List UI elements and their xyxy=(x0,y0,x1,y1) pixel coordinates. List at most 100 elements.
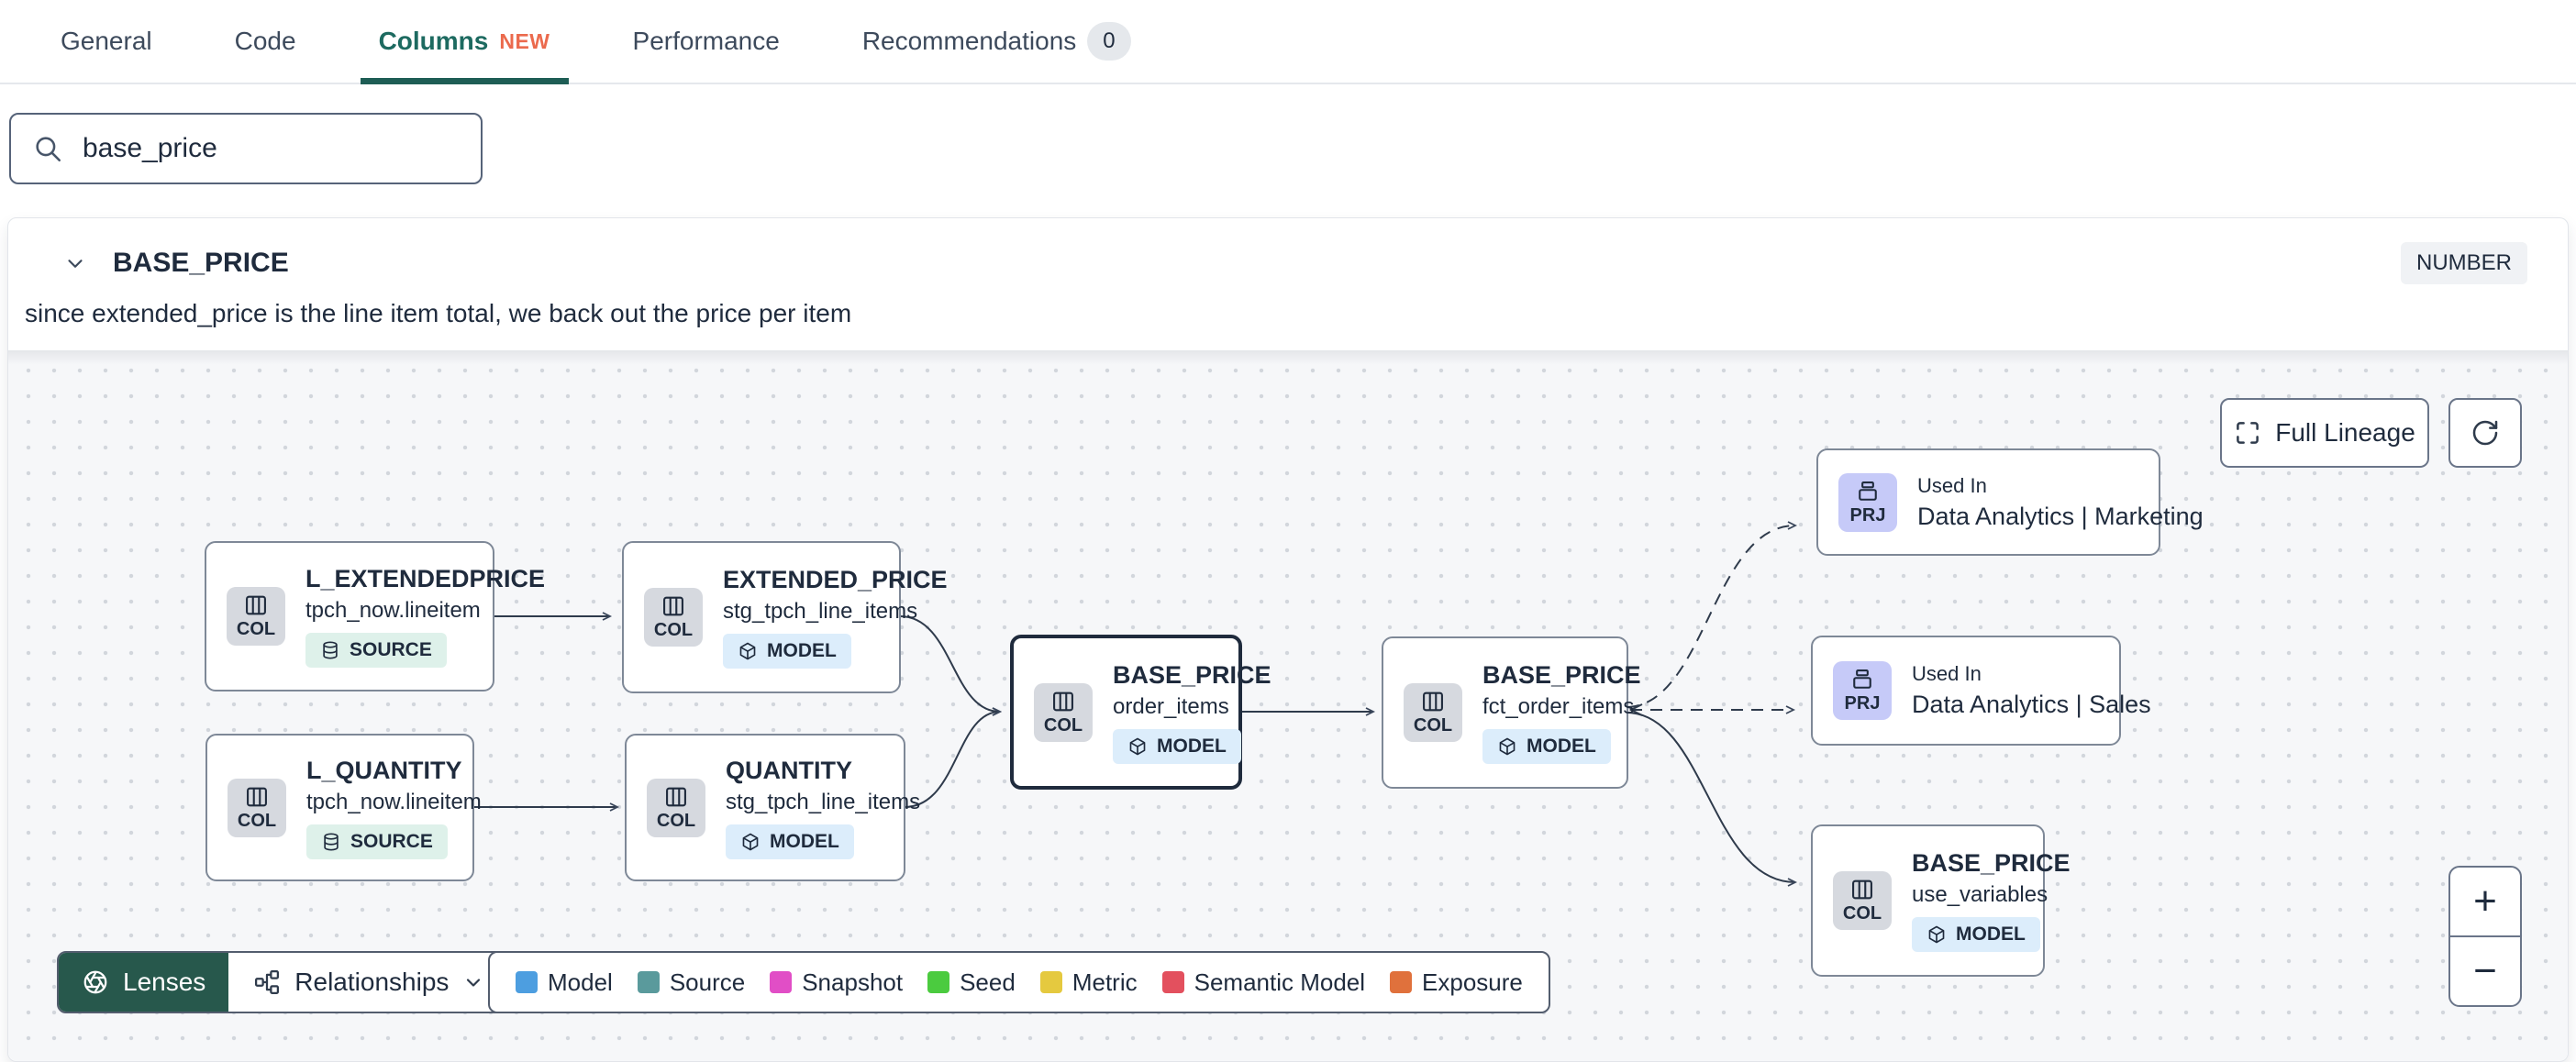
cube-icon xyxy=(739,642,756,660)
kind-label: COL xyxy=(237,810,277,831)
column-description: since extended_price is the line item to… xyxy=(25,299,852,327)
cube-icon xyxy=(742,833,759,850)
legend-label: Metric xyxy=(1071,968,1138,996)
kind-label: COL xyxy=(653,620,694,640)
zoom-controls: + − xyxy=(2448,866,2522,1007)
column-kind-badge: COL xyxy=(228,778,286,837)
zoom-in-button[interactable]: + xyxy=(2450,868,2520,937)
cube-icon xyxy=(1129,737,1146,755)
new-badge: NEW xyxy=(499,28,550,53)
column-kind-badge: COL xyxy=(647,778,705,837)
lineage-node-base-price-fct-order-items[interactable]: COL BASE_PRICE fct_order_items MODEL xyxy=(1382,636,1641,789)
lineage-edges xyxy=(473,521,1798,887)
aperture-icon xyxy=(83,970,107,994)
node-body: BASE_PRICE fct_order_items MODEL xyxy=(1482,661,1641,764)
count-badge: 0 xyxy=(1087,22,1131,61)
node-title: BASE_PRICE xyxy=(1113,660,1271,689)
used-in-label: Used In xyxy=(1912,662,1982,685)
legend-swatch xyxy=(637,971,660,993)
search-row xyxy=(0,84,2576,217)
collapse-chevron-icon[interactable] xyxy=(63,251,87,275)
badge-label: MODEL xyxy=(1527,736,1596,757)
node-title: EXTENDED_PRICE xyxy=(723,566,948,593)
node-body: BASE_PRICE order_items MODEL xyxy=(1113,661,1271,764)
node-subtitle: fct_order_items xyxy=(1482,694,1635,719)
tab-code[interactable]: Code xyxy=(217,0,315,83)
search-icon xyxy=(32,133,63,164)
full-lineage-button[interactable]: Full Lineage xyxy=(2220,398,2429,468)
column-panel: BASE_PRICE NUMBER since extended_price i… xyxy=(7,217,2569,1062)
project-kind-badge: PRJ xyxy=(1838,472,1897,532)
node-body: EXTENDED_PRICE stg_tpch_line_items MODEL xyxy=(723,566,948,669)
badge-label: MODEL xyxy=(770,830,839,852)
edge-fct-marketing xyxy=(1627,521,1798,708)
refresh-button[interactable] xyxy=(2448,398,2522,468)
lineage-node-base-price-use-variables[interactable]: COL BASE_PRICE use_variables MODEL xyxy=(1811,824,2071,977)
node-subtitle: stg_tpch_line_items xyxy=(723,599,918,624)
node-body: Used In Data Analytics | Sales xyxy=(1912,662,2151,719)
cube-icon xyxy=(1928,925,1945,944)
tab-label: Recommendations xyxy=(861,27,1077,55)
column-panel-header: BASE_PRICE NUMBER xyxy=(8,218,2568,284)
node-subtitle: order_items xyxy=(1113,693,1229,719)
lenses-label: Lenses xyxy=(123,968,206,996)
tab-label: Columns xyxy=(378,27,489,55)
search-box xyxy=(9,113,483,184)
legend-swatch xyxy=(1390,971,1413,993)
model-badge: MODEL xyxy=(1113,728,1241,764)
lenses-button[interactable]: Lenses xyxy=(59,953,229,1012)
legend-item-semantic-model: Semantic Model xyxy=(1161,968,1365,997)
legend-label: Source xyxy=(669,968,746,996)
badge-label: SOURCE xyxy=(350,830,433,852)
columns-icon xyxy=(1423,691,1443,712)
lineage-node-used-in-marketing[interactable]: PRJ Used In Data Analytics | Marketing xyxy=(1816,448,2204,556)
full-lineage-label: Full Lineage xyxy=(2275,418,2415,447)
tab-performance[interactable]: Performance xyxy=(615,0,798,83)
badge-label: SOURCE xyxy=(350,639,432,660)
refresh-icon xyxy=(2472,420,2498,446)
relationships-label: Relationships xyxy=(294,968,450,996)
column-kind-badge: COL xyxy=(1034,682,1093,742)
badge-label: MODEL xyxy=(1956,924,2026,945)
node-body: BASE_PRICE use_variables MODEL xyxy=(1912,849,2071,952)
lineage-node-extended-price[interactable]: COL EXTENDED_PRICE stg_tpch_line_items M… xyxy=(622,541,948,693)
node-subtitle: stg_tpch_line_items xyxy=(726,789,921,814)
source-badge: SOURCE xyxy=(305,633,447,668)
kind-label: PRJ xyxy=(1849,504,1886,525)
kind-label: COL xyxy=(1842,903,1882,924)
column-kind-badge: COL xyxy=(1833,871,1892,930)
lineage-node-used-in-sales[interactable]: PRJ Used In Data Analytics | Sales xyxy=(1811,636,2151,746)
zoom-out-button[interactable]: − xyxy=(2473,948,2497,993)
tab-label: Code xyxy=(234,27,296,55)
legend-item-exposure: Exposure xyxy=(1390,968,1523,997)
lineage-graph[interactable]: COL L_EXTENDEDPRICE tpch_now.lineitem SO… xyxy=(8,350,2568,1061)
node-type-legend: Model Source Snapshot Seed Metric Semant… xyxy=(488,951,1550,1013)
node-title: BASE_PRICE xyxy=(1482,661,1641,689)
column-name: BASE_PRICE xyxy=(113,248,289,278)
lineage-node-quantity[interactable]: COL QUANTITY stg_tpch_line_items MODEL xyxy=(625,734,920,881)
node-subtitle: use_variables xyxy=(1912,882,2049,907)
search-input[interactable] xyxy=(9,113,483,184)
used-in-label: Used In xyxy=(1917,473,1987,497)
edge-quantity-baseprice xyxy=(904,707,1003,808)
legend-swatch xyxy=(516,971,538,993)
model-badge: MODEL xyxy=(723,634,851,669)
tab-label: Performance xyxy=(632,27,780,55)
tab-columns[interactable]: Columns NEW xyxy=(360,0,569,84)
chevron-down-icon xyxy=(467,979,481,987)
used-in-name: Data Analytics | Marketing xyxy=(1917,502,2204,530)
edge-extendedprice-baseprice xyxy=(899,615,1003,716)
legend-item-seed: Seed xyxy=(927,968,1016,997)
source-badge: SOURCE xyxy=(306,824,448,859)
legend-swatch xyxy=(927,971,950,993)
tab-recommendations[interactable]: Recommendations 0 xyxy=(844,0,1149,83)
relationships-dropdown[interactable]: Relationships xyxy=(228,953,509,1012)
tab-general[interactable]: General xyxy=(42,0,171,83)
columns-icon xyxy=(1053,691,1073,711)
lineage-node-base-price-order-items[interactable]: COL BASE_PRICE order_items MODEL xyxy=(1010,635,1271,790)
columns-icon xyxy=(666,787,686,806)
legend-item-snapshot: Snapshot xyxy=(770,968,903,997)
lineage-node-l-quantity[interactable]: COL L_QUANTITY tpch_now.lineitem SOURCE xyxy=(205,734,482,881)
lineage-node-l-extendedprice[interactable]: COL L_EXTENDEDPRICE tpch_now.lineitem SO… xyxy=(205,541,545,691)
node-body: L_EXTENDEDPRICE tpch_now.lineitem SOURCE xyxy=(305,565,545,668)
